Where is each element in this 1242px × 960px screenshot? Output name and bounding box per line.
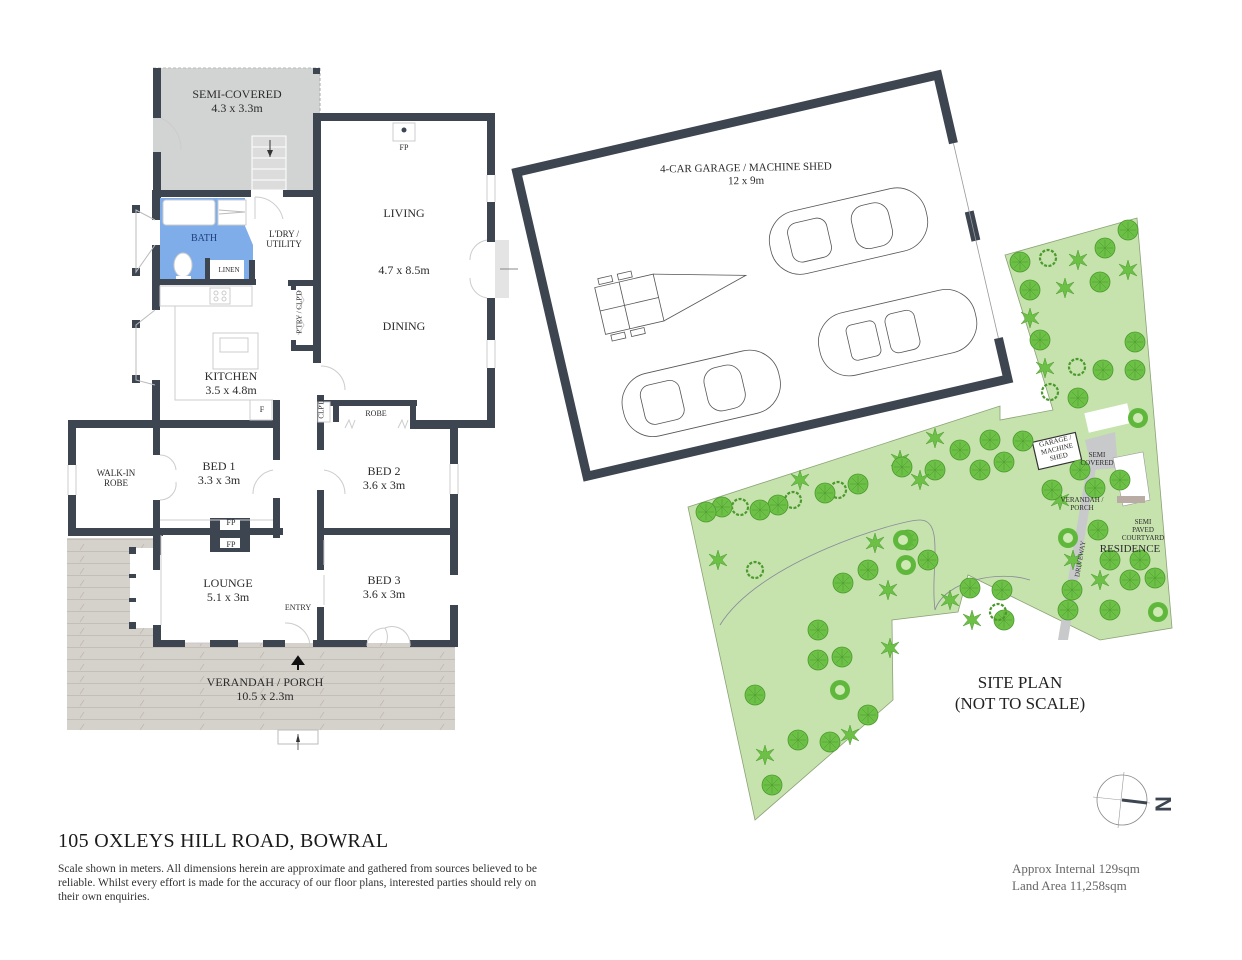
fireplace-label-bed1: FP — [226, 518, 236, 527]
room-name: SEMI-COVERED — [192, 87, 282, 101]
room-label-bath: BATH — [190, 233, 218, 244]
room-label-dining: DINING — [382, 319, 426, 333]
site-label-verandah: VERANDAH / PORCH — [1061, 496, 1104, 512]
site-plan-heading: SITE PLAN — [977, 673, 1063, 692]
room-label-lounge: LOUNGE 5.1 x 3m — [203, 576, 253, 605]
land-area: Land Area 11,258sqm — [1012, 878, 1127, 893]
room-label-entry: ENTRY — [284, 603, 312, 612]
room-name-line2: ROBE — [103, 478, 128, 489]
north-label: N — [1150, 796, 1176, 812]
approx-internal-area: Approx Internal 129sqm — [1012, 861, 1140, 876]
fireplace-label: FP — [399, 143, 409, 152]
room-size: 3.3 x 3m — [197, 472, 241, 487]
site-label-courtyard: SEMI PAVED COURTYARD — [1122, 518, 1164, 542]
label-line: SEMI — [1088, 451, 1106, 459]
room-size: 3.6 x 3m — [362, 477, 406, 492]
room-name: KITCHEN — [204, 369, 258, 383]
room-name: BED 1 — [202, 459, 236, 473]
label-line: COVERED — [1080, 459, 1114, 468]
room-name: VERANDAH / PORCH — [206, 675, 324, 689]
room-label-linen: LINEN — [218, 266, 240, 274]
room-size: 10.5 x 2.3m — [236, 688, 294, 703]
room-label-bed2: BED 2 3.6 x 3m — [362, 464, 406, 493]
label-line: VERANDAH / — [1060, 496, 1104, 504]
room-size: 4.3 x 3.3m — [211, 100, 263, 115]
room-label-walk-in-robe: WALK-IN ROBE — [97, 468, 136, 489]
area-summary: Approx Internal 129sqm Land Area 11,258s… — [1012, 860, 1140, 894]
fireplace-label-lounge: FP — [226, 540, 236, 549]
site-label-semi-covered: SEMI COVERED — [1080, 451, 1113, 467]
site-plan-title: SITE PLAN (NOT TO SCALE) — [955, 672, 1085, 714]
label-line: PAVED — [1132, 526, 1154, 535]
room-size: 3.6 x 3m — [362, 586, 406, 601]
site-label-residence: RESIDENCE — [1099, 543, 1161, 555]
room-name-line2: UTILITY — [266, 239, 302, 250]
room-label-kitchen: KITCHEN 3.5 x 4.8m — [204, 369, 258, 398]
room-size-living: 4.7 x 8.5m — [378, 263, 430, 277]
site-lawn — [687, 217, 1173, 821]
label-line: COURTYARD — [1121, 534, 1165, 543]
room-size: 5.1 x 3m — [206, 589, 250, 604]
room-name: BED 2 — [367, 464, 401, 478]
room-name: WALK-IN — [96, 468, 136, 478]
room-label-pantry: P'TRY / CLP'D — [295, 290, 304, 334]
room-label-laundry: L'DRY / UTILITY — [266, 229, 302, 250]
property-address-title: 105 OXLEYS HILL ROAD, BOWRAL — [58, 830, 389, 852]
label-line: SEMI — [1134, 518, 1152, 526]
room-name: L'DRY / — [268, 229, 300, 239]
site-plan-subheading: (NOT TO SCALE) — [954, 694, 1086, 713]
room-label-semi-covered: SEMI-COVERED 4.3 x 3.3m — [192, 87, 282, 116]
fridge-label: F — [259, 405, 265, 414]
disclaimer-text: Scale shown in meters. All dimensions he… — [58, 863, 538, 903]
room-label-robe: ROBE — [365, 409, 387, 418]
label-line: PORCH — [1070, 504, 1094, 513]
north-arrow-icon — [1092, 771, 1151, 829]
room-label-verandah: VERANDAH / PORCH 10.5 x 2.3m — [206, 675, 324, 704]
room-name: BED 3 — [367, 573, 401, 587]
room-label-cupboard: CLP'D — [317, 399, 326, 419]
garage-label: 4-CAR GARAGE / MACHINE SHED 12 x 9m — [660, 161, 832, 189]
room-label-living: LIVING — [383, 206, 425, 220]
room-name: LOUNGE — [203, 576, 253, 590]
room-label-bed1: BED 1 3.3 x 3m — [197, 459, 241, 488]
semi-covered-area — [153, 68, 320, 190]
room-label-bed3: BED 3 3.6 x 3m — [362, 573, 406, 602]
room-size: 3.5 x 4.8m — [205, 382, 257, 397]
garage-building — [511, 69, 1014, 482]
